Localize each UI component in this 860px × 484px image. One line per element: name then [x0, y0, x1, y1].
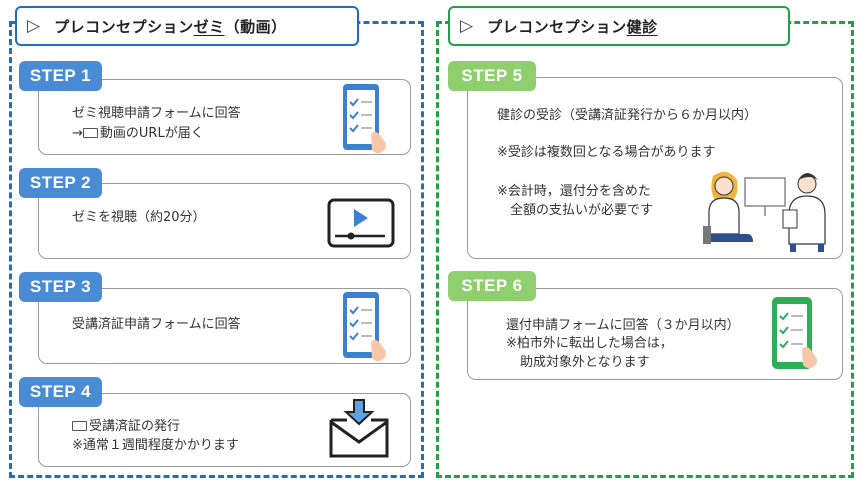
step4-line1-text: 受講済証の発行: [89, 419, 181, 434]
step1-label: STEP 1: [19, 61, 102, 91]
kenshin-title-prefix: プレコンセプション: [487, 17, 627, 36]
mail-icon: [82, 128, 98, 138]
step3-line1: 受講済証申請フォームに回答: [72, 317, 241, 332]
step6-line1: 還付申請フォームに回答（３か月以内）: [506, 318, 740, 333]
kenshin-title-emph: 健診: [626, 17, 658, 36]
step3-label: STEP 3: [19, 272, 102, 302]
step4-label: STEP 4: [19, 377, 102, 407]
kenshin-panel-title: ▷ プレコンセプション健診: [448, 6, 790, 46]
step4-line1: 受講済証の発行: [72, 417, 180, 437]
video-play-icon: [327, 198, 395, 248]
zemi-title-emph: ゼミ: [193, 17, 225, 36]
checklist-tablet-icon: [343, 84, 386, 154]
step5-line3: ※会計時，還付分を含めた: [497, 184, 651, 199]
clinic-consultation-illustration: [703, 171, 826, 252]
triangle-icon: ▷: [460, 16, 474, 36]
step6-label: STEP 6: [448, 271, 536, 301]
step2-label: STEP 2: [19, 168, 102, 198]
step1-line2: → 動画のURLが届く: [72, 124, 204, 144]
download-mail-icon: [329, 399, 389, 458]
step5-card: [467, 77, 843, 259]
step5-label: STEP 5: [448, 61, 536, 91]
zemi-title-suffix: （動画）: [224, 17, 287, 36]
triangle-icon: ▷: [27, 16, 41, 36]
step1-arrow: →: [72, 126, 83, 141]
step6-line2: ※柏市外に転出した場合は，: [506, 336, 673, 351]
step5-line1: 健診の受診（受講済証発行から６か月以内）: [497, 108, 758, 123]
zemi-title-prefix: プレコンセプション: [54, 17, 194, 36]
zemi-panel-title: ▷ プレコンセプションゼミ（動画）: [15, 6, 359, 46]
step5-line4: 全額の支払いが必要です: [510, 203, 654, 218]
step4-line2: ※通常１週間程度かかります: [72, 438, 239, 453]
checklist-phone-icon: [772, 297, 817, 369]
step6-line3: 助成対象外となります: [520, 355, 650, 370]
mail-icon: [72, 421, 87, 431]
step1-line2-text: 動画のURLが届く: [99, 126, 204, 141]
step2-line1: ゼミを視聴（約20分）: [72, 210, 206, 225]
step1-line1: ゼミ視聴申請フォームに回答: [72, 106, 241, 121]
step5-line2: ※受診は複数回となる場合があります: [497, 145, 716, 160]
checklist-tablet-icon: [343, 292, 386, 362]
